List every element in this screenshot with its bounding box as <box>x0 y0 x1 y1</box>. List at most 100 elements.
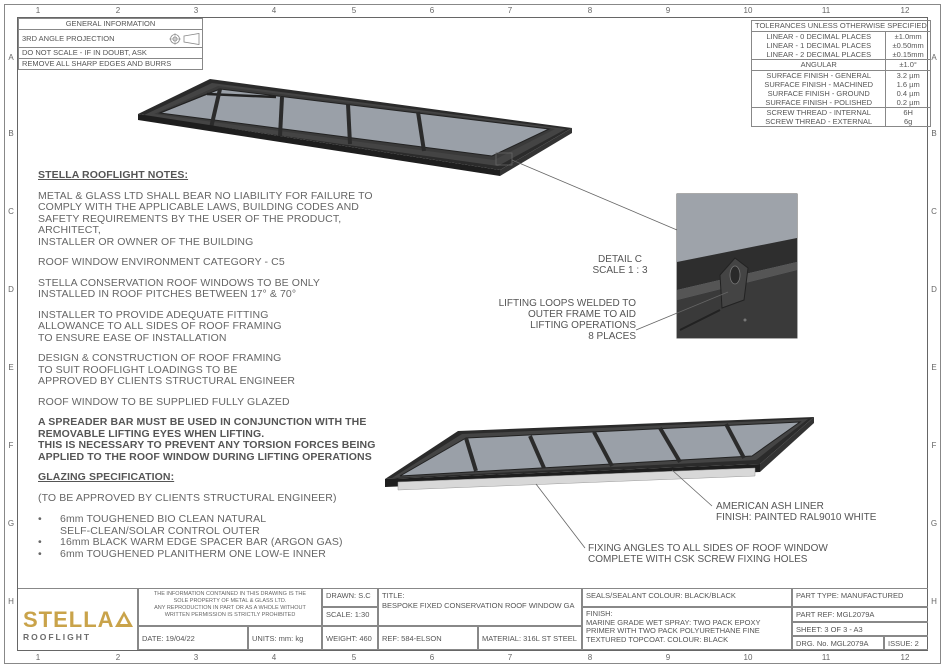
detail-c-view <box>676 193 798 339</box>
notes-p4: INSTALLER TO PROVIDE ADEQUATE FITTING AL… <box>38 309 398 345</box>
detail-c-label: DETAIL C SCALE 1 : 3 <box>580 254 660 276</box>
zone-column-bottom: 12 <box>900 653 910 662</box>
zone-column-bottom: 9 <box>665 653 671 662</box>
drawing-material: MATERIAL: 316L ST STEEL <box>478 626 582 650</box>
glazing-item-1-line-1: 6mm TOUGHENED BIO CLEAN NATURAL <box>60 513 267 525</box>
notes-p5-line-2: TO SUIT ROOFLIGHT LOADINGS TO BE <box>38 363 238 376</box>
drawing-date: DATE: 19/04/22 <box>138 626 248 650</box>
logo-block: STELLA ROOFLIGHT <box>18 588 138 650</box>
drawing-title: BESPOKE FIXED CONSERVATION ROOF WINDOW G… <box>382 601 575 610</box>
finish-line-2: PRIMER WITH TWO PACK POLYURETHANE FINE <box>586 626 760 635</box>
zone-row-left: D <box>8 285 14 294</box>
thread-0-value: 6H <box>903 108 913 117</box>
notes-p7-line-1: A SPREADER BAR MUST BE USED IN CONJUNCTI… <box>38 416 367 428</box>
zone-column-top: 4 <box>271 6 277 15</box>
notes-p7-line-4: APPLIED TO THE ROOF WINDOW DURING LIFTIN… <box>38 450 372 463</box>
notes-p7-line-2: REMOVABLE LIFTING EYES WHEN LIFTING. <box>38 427 265 440</box>
notes-p4-line-3: TO ENSURE EASE OF INSTALLATION <box>38 331 227 344</box>
part-ref: PART REF: MGL2079A <box>792 607 928 622</box>
copyright-line-2: SOLE PROPERTY OF METAL & GLASS LTD. <box>173 598 287 604</box>
part-type: PART TYPE: MANUFACTURED <box>792 588 928 607</box>
liner-callout-line-1: AMERICAN ASH LINER <box>716 501 824 512</box>
glazing-item-2: • 16mm BLACK WARM EDGE SPACER BAR (ARGON… <box>38 536 398 549</box>
notes-p1-line-4: INSTALLER OR OWNER OF THE BUILDING <box>38 235 254 248</box>
copyright-line-1: THE INFORMATION CONTAINED IN THIS DRAWIN… <box>153 591 307 597</box>
zone-column-top: 12 <box>900 6 910 15</box>
copyright-line-4: WRITTEN PERMISSION IS STRICTLY PROHIBITE… <box>164 612 296 618</box>
zone-column-bottom: 5 <box>351 653 357 662</box>
finish-1-label: SURFACE FINISH - MACHINED <box>764 80 874 89</box>
liner-callout: AMERICAN ASH LINER FINISH: PAINTED RAL90… <box>716 501 906 523</box>
sheet-border-inner <box>17 17 928 651</box>
notes-p7-line-3: THIS IS NECESSARY TO PREVENT ANY TORSION… <box>38 439 376 451</box>
lifting-callout-line-4: 8 PLACES <box>588 331 636 342</box>
copyright-line-3: ANY REPRODUCTION IN PART OR AS A WHOLE W… <box>154 605 306 611</box>
zone-row-left: H <box>8 597 14 606</box>
logo-sub-text: ROOFLIGHT <box>23 632 92 642</box>
thread-labels: SCREW THREAD - INTERNAL SCREW THREAD - E… <box>750 107 887 127</box>
zone-column-bottom: 4 <box>271 653 277 662</box>
glazing-item-3: • 6mm TOUGHENED PLANITHERM ONE LOW-E INN… <box>38 548 398 561</box>
general-info-table: GENERAL INFORMATION 3RD ANGLE PROJECTION… <box>18 18 203 70</box>
zone-row-right: F <box>931 441 937 450</box>
title-label: TITLE: <box>382 591 405 600</box>
finish-line-1: MARINE GRADE WET SPRAY: TWO PACK EPOXY <box>586 617 761 627</box>
zone-column-top: 9 <box>665 6 671 15</box>
zone-column-bottom: 10 <box>743 653 753 662</box>
glazing-subheading: (TO BE APPROVED BY CLIENTS STRUCTURAL EN… <box>38 491 337 504</box>
linear-2-value: ±0.15mm <box>892 50 924 59</box>
zone-row-right: G <box>930 519 938 528</box>
zone-column-top: 8 <box>587 6 593 15</box>
drawing-scale: SCALE: 1:30 <box>322 607 378 626</box>
roof-window-view-bottom <box>385 417 814 491</box>
sheet-number: SHEET: 3 OF 3 - A3 <box>792 622 928 636</box>
zone-row-left: C <box>8 207 14 216</box>
finish-line-3: TEXTURED TOPCOAT. COLOUR: BLACK <box>586 634 729 644</box>
linear-0-value: ±1.0mm <box>894 32 922 41</box>
zone-column-top: 6 <box>429 6 435 15</box>
zone-column-bottom: 11 <box>821 653 831 662</box>
linear-1-value: ±0.50mm <box>892 41 924 50</box>
detail-c-scale: SCALE 1 : 3 <box>592 265 648 276</box>
zone-row-left: B <box>8 129 14 138</box>
lifting-callout-line-2: OUTER FRAME TO AID <box>528 309 636 320</box>
thread-1-value: 6g <box>903 117 913 126</box>
linear-1-label: LINEAR - 1 DECIMAL PLACES <box>766 41 872 50</box>
finish-label: FINISH: <box>586 609 613 618</box>
finish-2-value: 0.4 µm <box>896 89 920 98</box>
notes-p5-line-3: APPROVED BY CLIENTS STRUCTURAL ENGINEER <box>38 375 296 387</box>
finish-1-value: 1.6 µm <box>896 80 920 89</box>
notes-p3-line-2: INSTALLED IN ROOF PITCHES BETWEEN 17° & … <box>38 288 297 300</box>
notes-p7: A SPREADER BAR MUST BE USED IN CONJUNCTI… <box>38 416 398 463</box>
fixing-angles-callout: FIXING ANGLES TO ALL SIDES OF ROOF WINDO… <box>588 543 828 565</box>
lifting-callout-line-3: LIFTING OPERATIONS <box>530 320 636 331</box>
finish-2-label: SURFACE FINISH - GROUND <box>767 89 870 98</box>
zone-column-top: 1 <box>35 6 41 15</box>
notes-p6: ROOF WINDOW TO BE SUPPLIED FULLY GLAZED <box>38 395 290 408</box>
finish-cell: FINISH: MARINE GRADE WET SPRAY: TWO PACK… <box>582 607 792 650</box>
linear-2-label: LINEAR - 2 DECIMAL PLACES <box>766 50 872 59</box>
finish-3-value: 0.2 µm <box>896 98 920 107</box>
zone-row-left: A <box>8 53 14 62</box>
zone-column-top: 5 <box>351 6 357 15</box>
notes-p1-line-1: METAL & GLASS LTD SHALL BEAR NO LIABILIT… <box>38 189 373 202</box>
zone-column-bottom: 6 <box>429 653 435 662</box>
third-angle-projection-icon <box>169 33 200 45</box>
sheet-border-outer <box>4 4 941 664</box>
thread-0-label: SCREW THREAD - INTERNAL <box>766 108 871 117</box>
zone-row-right: E <box>931 363 937 372</box>
finish-3-label: SURFACE FINISH - POLISHED <box>765 98 873 107</box>
zone-row-right: C <box>931 207 937 216</box>
zone-column-bottom: 7 <box>507 653 513 662</box>
notes-p5-line-1: DESIGN & CONSTRUCTION OF ROOF FRAMING <box>38 352 282 364</box>
linear-0-label: LINEAR - 0 DECIMAL PLACES <box>766 32 872 41</box>
lifting-callout-line-1: LIFTING LOOPS WELDED TO <box>498 298 636 309</box>
general-info-row-2: REMOVE ALL SHARP EDGES AND BURRS <box>18 58 203 70</box>
bullet: • <box>38 536 42 548</box>
drawn-by: DRAWN: S.C <box>322 588 378 607</box>
title-cell: TITLE: BESPOKE FIXED CONSERVATION ROOF W… <box>378 588 582 626</box>
finish-0-value: 3.2 µm <box>896 71 920 80</box>
glazing-heading: GLAZING SPECIFICATION: <box>38 471 175 483</box>
lifting-loops-callout: LIFTING LOOPS WELDED TO OUTER FRAME TO A… <box>486 298 636 342</box>
